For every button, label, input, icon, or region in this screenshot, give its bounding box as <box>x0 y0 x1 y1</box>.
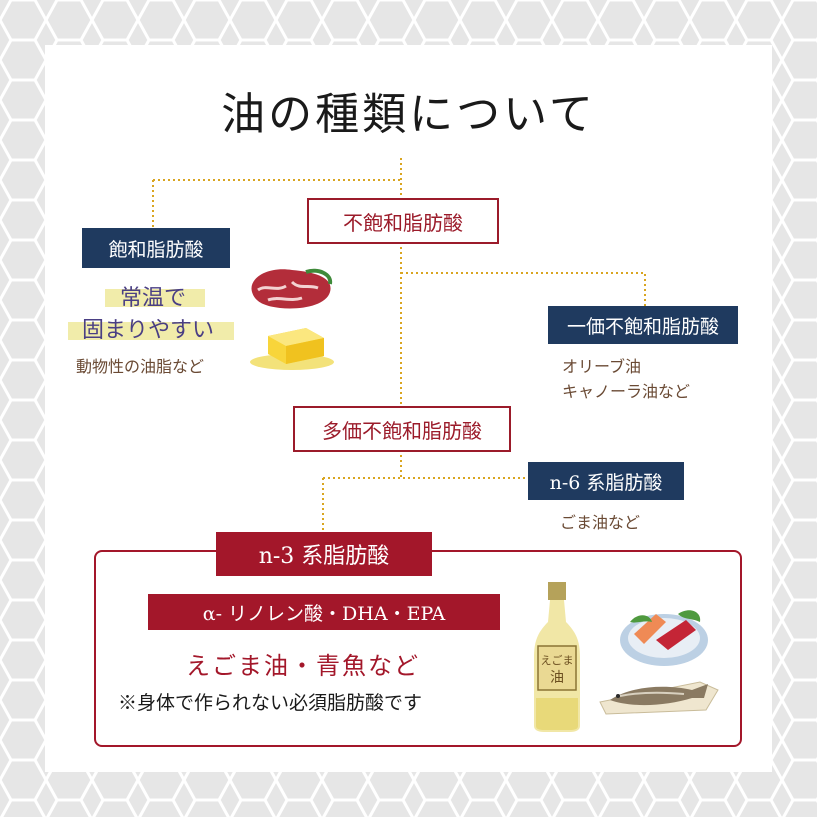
highlight-bar <box>68 322 234 340</box>
mono-example-1: オリーブ油 <box>562 357 642 376</box>
n3-examples: えごま油・青魚など <box>186 652 420 680</box>
n6-fatty-acid-box: n-6 系脂肪酸 <box>528 462 684 500</box>
meat-icon <box>251 268 333 309</box>
sashimi-plate-icon <box>620 610 708 666</box>
page-title: 油の種類について <box>221 89 596 140</box>
n6-examples: ごま油など <box>560 513 641 532</box>
saturated-desc-line1: 常温で <box>120 286 187 311</box>
butter-icon <box>250 328 334 370</box>
n3-fatty-acid-box: n-3 系脂肪酸 <box>216 532 432 576</box>
mono-example-2: キャノーラ油など <box>562 382 691 401</box>
polyunsaturated-box: 多価不飽和脂肪酸 <box>293 406 511 452</box>
bottle-label-bottom: 油 <box>550 670 564 686</box>
highlight-bar <box>105 289 205 307</box>
saturated-desc-line2: 固まりやすい <box>82 318 215 343</box>
unsaturated-fatty-acid-box: 不飽和脂肪酸 <box>307 198 499 244</box>
n3-acids-banner: α- リノレン酸・DHA・EPA <box>148 594 500 630</box>
grilled-fish-icon <box>599 681 719 715</box>
monounsaturated-box: 一価不飽和脂肪酸 <box>548 306 738 344</box>
n3-note: ※身体で作られない必須脂肪酸です <box>118 692 423 714</box>
perilla-oil-bottle-icon: えごま 油 <box>534 582 580 732</box>
saturated-examples: 動物性の油脂など <box>76 357 205 376</box>
bottle-label-top: えごま <box>541 653 574 667</box>
saturated-fatty-acid-box: 飽和脂肪酸 <box>82 228 230 268</box>
